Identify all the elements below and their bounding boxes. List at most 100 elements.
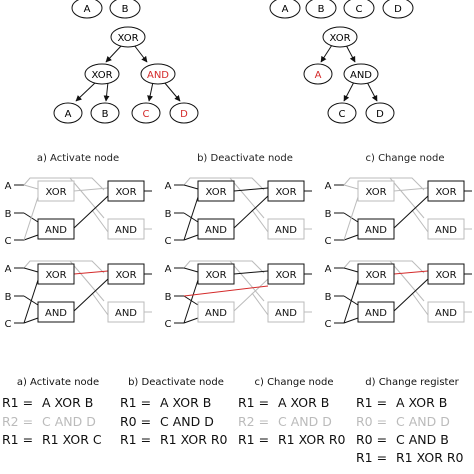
tree-node-label: C [356, 4, 363, 15]
and-to-xor-wire [233, 278, 269, 312]
circuit-caption-b: b) Deactivate node [197, 153, 293, 164]
and-gate-label: AND [435, 308, 457, 319]
tree-node-label-highlighted: A [315, 70, 322, 81]
tree-leaf [90, 102, 120, 124]
program-expression: C AND B [396, 432, 449, 447]
xor-gate-label: XOR [115, 270, 136, 281]
program-expression: A XOR B [278, 395, 329, 410]
tree-node [343, 0, 375, 19]
circuit-input-label: A [165, 181, 172, 192]
tree-node [84, 63, 120, 85]
wire [23, 196, 39, 241]
tree-panel-right: A B C D XOR A AND C D [269, 0, 414, 124]
highlight-wire [183, 285, 269, 297]
circuit-input-label: C [325, 319, 332, 330]
program-register: R0 = [120, 414, 151, 429]
xor-link-wire [73, 187, 109, 192]
xor-gate [197, 180, 235, 202]
and-gate [197, 218, 235, 240]
tree-node [71, 0, 103, 19]
circuit-input-label: B [325, 292, 332, 303]
program-register: R2 = [2, 414, 33, 429]
xor-gate-label: XOR [45, 187, 66, 198]
tree-node [269, 0, 301, 19]
wire [343, 267, 359, 273]
program-caption: b) Deactivate node [128, 377, 224, 388]
tree-panel-left: A B XOR XOR AND A B C D [53, 0, 199, 124]
tree-edge [75, 81, 97, 102]
and-gate-label: AND [275, 225, 297, 236]
program-expression: R1 XOR R0 [278, 432, 346, 447]
tree-node-label: A [84, 4, 91, 15]
xor-link-wire [233, 187, 269, 192]
xor-link-wire [393, 270, 429, 275]
circuit-input-label: C [165, 236, 172, 247]
program-expression: R1 XOR R0 [396, 450, 464, 465]
program-register: R1 = [2, 432, 33, 447]
wire [23, 317, 39, 324]
program-expression: R1 XOR C [42, 432, 102, 447]
circuit-input-label: B [5, 292, 12, 303]
tree-node-highlighted [303, 63, 333, 85]
wire [183, 234, 199, 241]
program-caption: a) Activate node [17, 377, 99, 388]
xor-link-wire [233, 270, 269, 275]
and-to-xor-wire [393, 195, 429, 229]
faded-wire [251, 209, 269, 233]
tree-node [343, 63, 379, 85]
xor-gate-label: XOR [205, 270, 226, 281]
circuit-input-label: C [5, 319, 12, 330]
tree-leaf [53, 102, 83, 124]
tree-node-highlighted [140, 63, 176, 85]
program-expression: C AND D [160, 414, 214, 429]
faded-wire [229, 177, 265, 219]
xor-gate [37, 263, 75, 285]
xor-link-wire [393, 187, 429, 192]
faded-wire [411, 292, 429, 316]
faded-wire [183, 260, 265, 274]
tree-leaf [327, 102, 357, 124]
tree-edge [147, 81, 154, 102]
tree-node-label: A [282, 4, 289, 15]
wire [183, 317, 199, 324]
program-register: R0 = [356, 432, 387, 447]
faded-wire [91, 209, 109, 233]
program-expression: A XOR B [160, 395, 211, 410]
and-gate-label: AND [365, 225, 387, 236]
tree-edge [163, 81, 181, 102]
program-listings: a) Activate node R1 = A XOR B R2 = C AND D R1… [2, 377, 464, 465]
xor-gate-label: XOR [205, 187, 226, 198]
program-register: R1 = [238, 432, 269, 447]
program-register: R1 = [120, 432, 151, 447]
faded-wire [251, 292, 269, 316]
tree-edge [133, 44, 148, 63]
wire [183, 184, 199, 190]
xor-gate-label: XOR [115, 187, 136, 198]
wire [343, 279, 359, 324]
tree-leaf [169, 102, 199, 124]
faded-wire [23, 177, 105, 191]
wire [343, 196, 359, 241]
circuit-input-label: A [5, 264, 12, 275]
and-gate-label: AND [115, 308, 137, 319]
tree-node-label: B [122, 4, 129, 15]
and-gate-label: AND [435, 225, 457, 236]
circuit-grid: ABCXORANDXORANDABCXORANDXORANDABCXORANDX… [5, 177, 472, 330]
circuit-input-label: B [165, 209, 172, 220]
wire [343, 184, 359, 190]
circuit-caption-a: a) Activate node [37, 153, 119, 164]
program-block: b) Deactivate node R1 = A XOR B R0 = C AND D… [120, 377, 228, 447]
faded-wire [343, 260, 425, 274]
wire [23, 267, 39, 273]
faded-wire [91, 292, 109, 316]
program-expression: R1 XOR R0 [160, 432, 228, 447]
xor-gate-label: XOR [365, 270, 386, 281]
and-gate-label: AND [205, 225, 227, 236]
tree-leaf [131, 102, 161, 124]
and-gate-label: AND [45, 225, 67, 236]
program-register: R2 = [238, 414, 269, 429]
